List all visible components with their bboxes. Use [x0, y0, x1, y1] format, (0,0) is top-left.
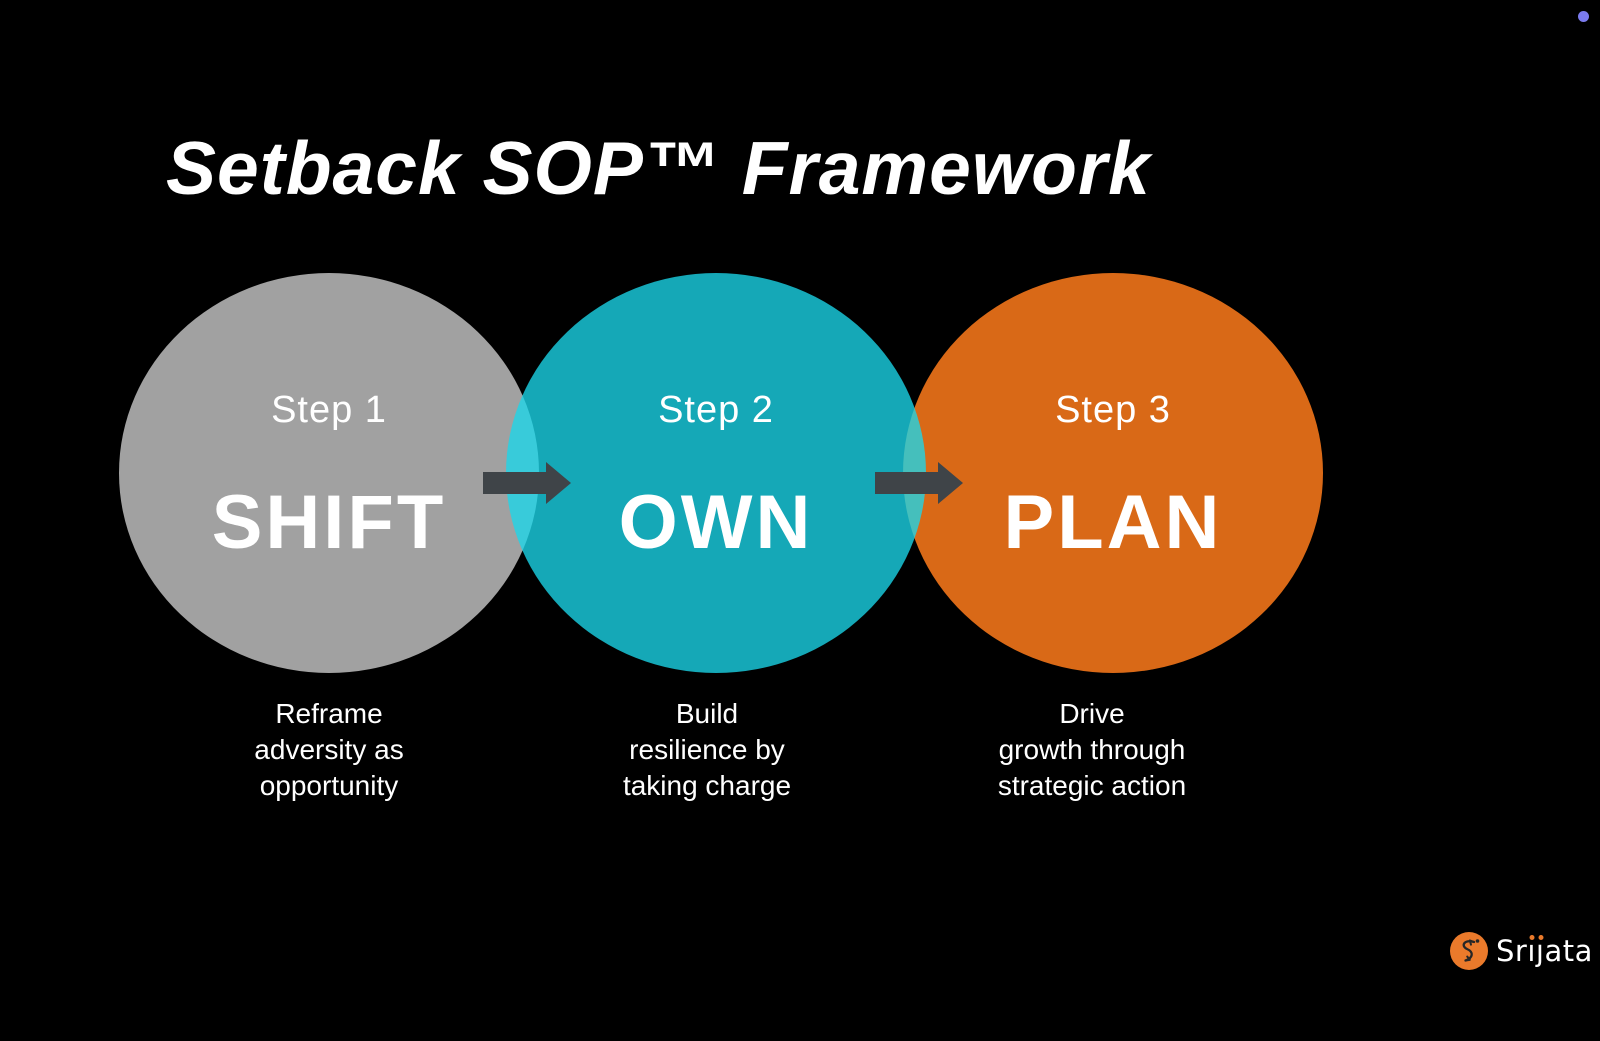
step-1-circle: Step 1 SHIFT [119, 273, 539, 673]
decor-dot [1578, 11, 1589, 22]
arrow-shaft [875, 472, 940, 494]
step-3-word: PLAN [1003, 480, 1223, 565]
step-3-circle: Step 3 PLAN [903, 273, 1323, 673]
arrow-shaft [483, 472, 548, 494]
step-1-label: Step 1 [271, 389, 387, 431]
brand-name-j: ȷ [1535, 934, 1545, 968]
step-3-caption: Drive growth through strategic action [997, 698, 1187, 801]
s-curve-path-arrow-icon [1450, 932, 1488, 970]
brand-name-part: ata [1544, 934, 1593, 968]
step-1-word: SHIFT [211, 480, 447, 565]
arrow-head [938, 462, 963, 504]
page-title: Setback SOP™ Framework [166, 126, 1151, 210]
brand-name-part: Sr [1496, 934, 1528, 968]
step-2-word: OWN [618, 480, 814, 565]
step-3-label: Step 3 [1055, 389, 1171, 431]
arrow-right-icon [875, 462, 963, 504]
step-2-caption: Build resilience by taking charge [622, 698, 792, 801]
arrow-head [546, 462, 571, 504]
step-1-caption: Reframe adversity as opportunity [254, 698, 404, 801]
step-2-circle: Step 2 OWN [506, 273, 926, 673]
arrow-right-icon [483, 462, 571, 504]
step-2-label: Step 2 [658, 389, 774, 431]
brand-name-i: ı [1527, 934, 1536, 968]
